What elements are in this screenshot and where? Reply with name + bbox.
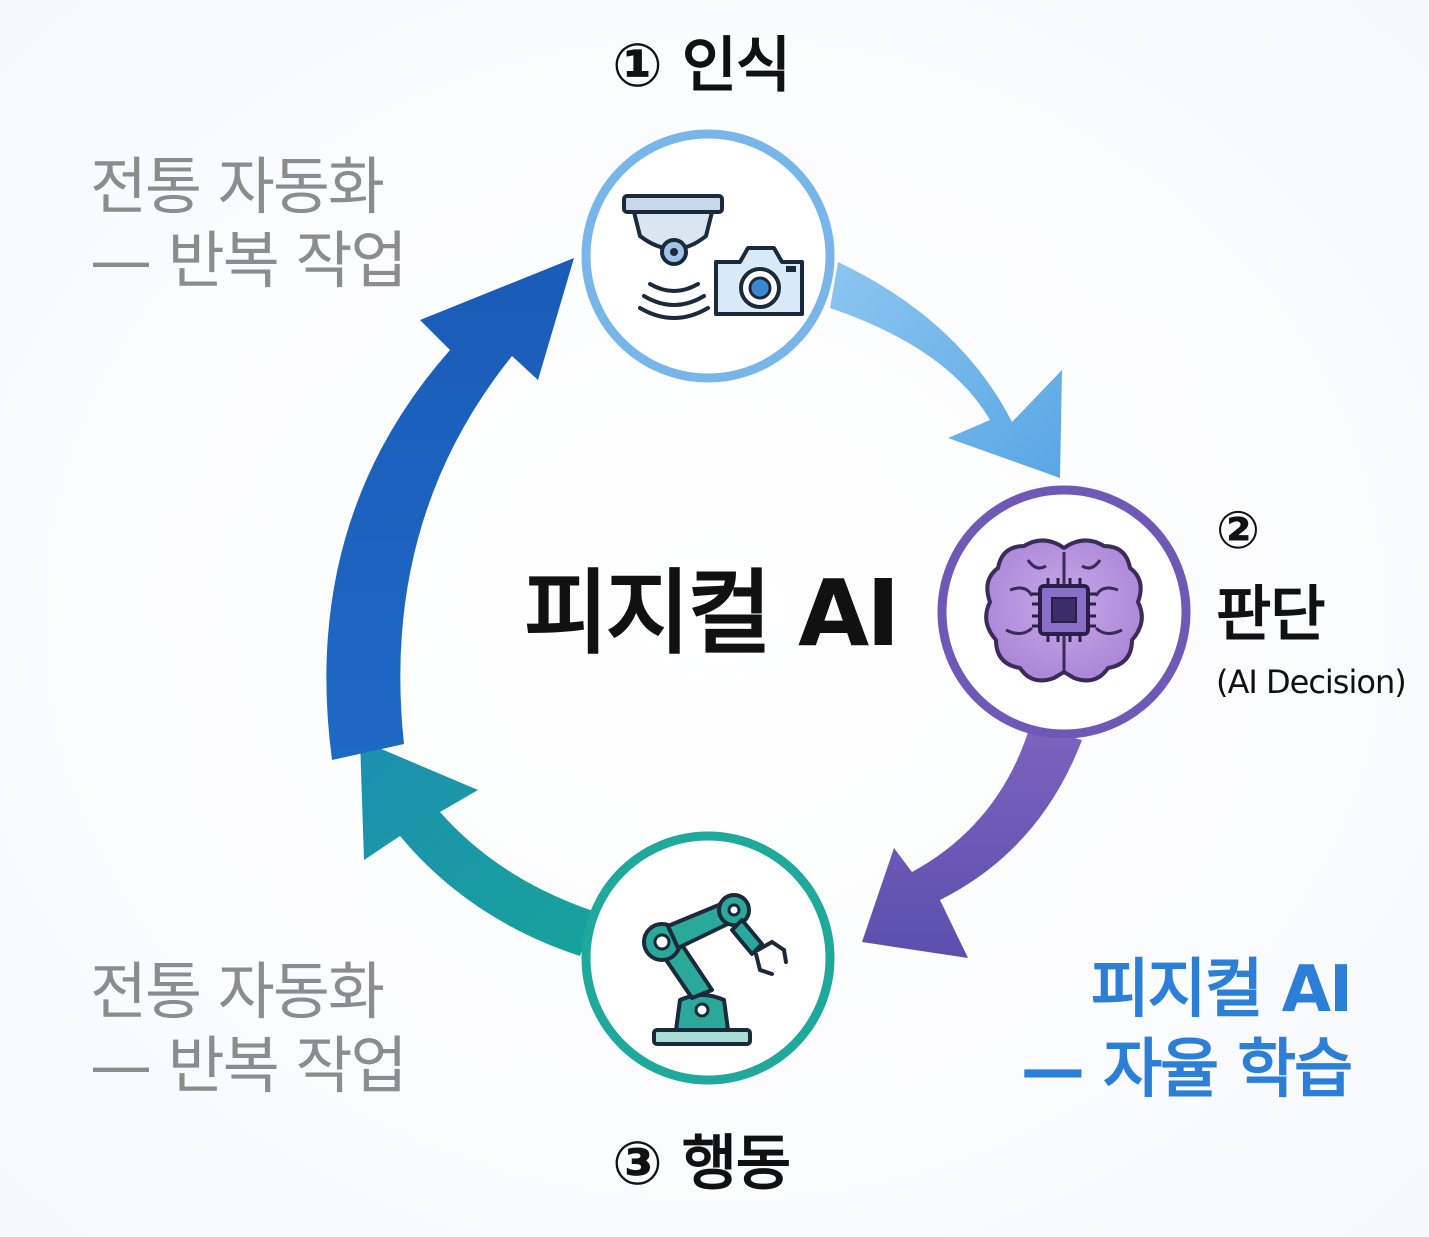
physical-ai-line2: — 자율 학습	[1020, 1033, 1353, 1107]
node-decision	[937, 485, 1191, 739]
traditional-bottom-line1: 전통 자동화	[90, 955, 385, 1028]
step-action-title: ③ 행동	[612, 1134, 791, 1194]
brain-chip-icon	[984, 538, 1144, 683]
step-action-label: 행동	[681, 1129, 791, 1199]
traditional-bottom-line2: — 반복 작업	[90, 1029, 408, 1103]
traditional-top-line1: 전통 자동화	[90, 150, 385, 223]
arrow-action-to-left-teal	[360, 740, 596, 956]
physical-ai-line1: 피지컬 AI	[1090, 953, 1353, 1027]
step-decision-subtitle: (AI Decision)	[1216, 663, 1407, 701]
arrow-perception-to-decision	[830, 262, 1062, 478]
center-title: 피지컬 AI	[524, 560, 900, 667]
physical-ai-note: 피지컬 AI — 자율 학습	[1020, 950, 1353, 1110]
arrow-decision-to-action	[862, 726, 1082, 958]
robot-arm-icon	[642, 893, 788, 1046]
step-perception-title: ① 인식	[612, 36, 791, 96]
node-action	[581, 831, 835, 1085]
traditional-top-line2: — 반복 작업	[90, 224, 408, 298]
arrow-left-to-perception-blue	[326, 258, 574, 760]
step-decision-label: 판단	[1216, 580, 1325, 650]
traditional-automation-note-bottom: 전통 자동화 — 반복 작업	[90, 955, 408, 1104]
step-perception-label: 인식	[681, 31, 791, 101]
traditional-automation-note-top: 전통 자동화 — 반복 작업	[90, 150, 408, 299]
node-perception	[581, 129, 835, 383]
camera-sensor-icon	[622, 194, 804, 320]
step-action-number: ③	[612, 1129, 663, 1199]
step-decision-number: ②	[1216, 501, 1261, 561]
step-perception-number: ①	[612, 31, 663, 101]
